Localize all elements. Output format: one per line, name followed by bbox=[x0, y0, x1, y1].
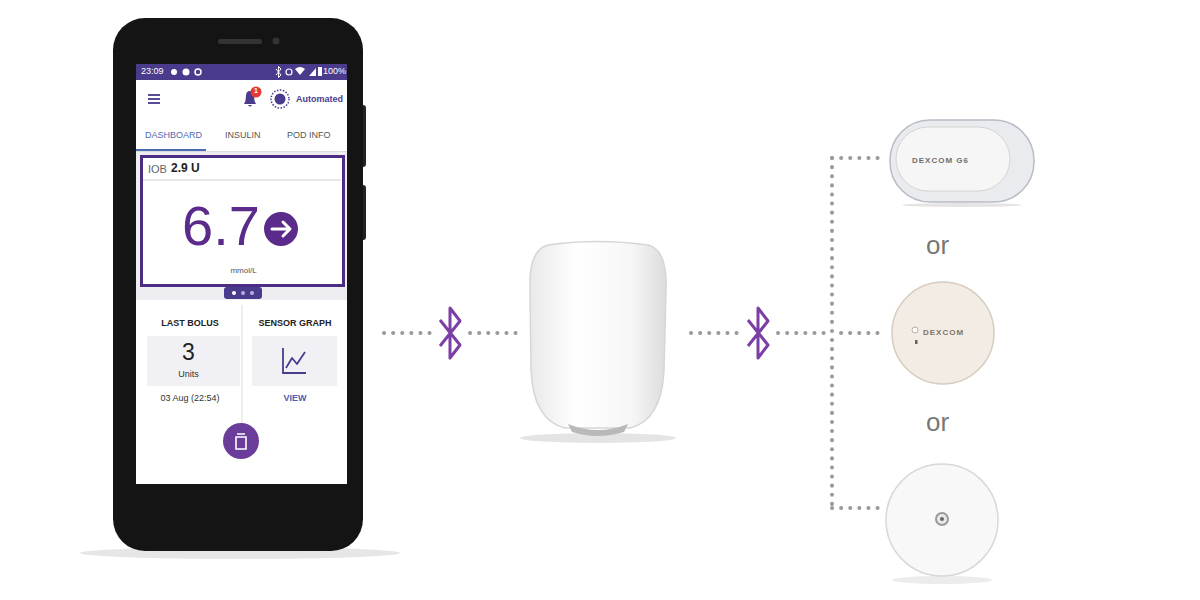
status-icon bbox=[286, 69, 292, 75]
sensor-housing bbox=[892, 282, 994, 384]
page-dot bbox=[250, 291, 254, 295]
app-header bbox=[136, 80, 347, 118]
dotted-link bbox=[384, 158, 880, 508]
iob-label: IOB bbox=[148, 163, 167, 176]
graph-icon bbox=[286, 352, 305, 368]
glucose-value: 6.7 bbox=[182, 198, 260, 254]
dexcom-g6-sensor: DEXCOM G6 bbox=[888, 117, 1036, 207]
libre-sensor-center bbox=[940, 517, 944, 521]
last-bolus-panel: 3Units LAST BOLUS 03 Aug (22:54) bbox=[140, 300, 250, 410]
dexcom-g7-sensor: DEXCOM bbox=[889, 280, 997, 386]
libre-sensor bbox=[886, 464, 998, 576]
status-time: 23:09 bbox=[141, 66, 164, 76]
dotted-link bbox=[830, 158, 834, 508]
mode-icon bbox=[275, 94, 286, 105]
tab-label: INSULIN bbox=[225, 130, 261, 140]
dotted-link bbox=[778, 331, 828, 335]
phone-camera bbox=[273, 38, 280, 45]
menu-icon bbox=[148, 95, 160, 103]
page-dot bbox=[232, 291, 236, 295]
trend-arrow bbox=[272, 222, 290, 236]
bolus-button bbox=[223, 423, 259, 459]
sensor-graph-panel: SENSOR GRAPH VIEW bbox=[245, 300, 355, 410]
phone-speaker bbox=[218, 39, 262, 44]
glucose-card: IOB 2.9 U 6.7 mmol/L bbox=[140, 155, 345, 287]
sensor-port bbox=[912, 327, 918, 333]
dotted-link bbox=[470, 331, 518, 335]
card-ground bbox=[140, 155, 344, 287]
panel-heading: LAST BOLUS bbox=[137, 318, 243, 328]
trend-arrow-circle bbox=[264, 212, 298, 246]
bluetooth-icon bbox=[276, 67, 281, 78]
dotted-link bbox=[832, 506, 880, 510]
libre-sensor-center bbox=[936, 513, 948, 525]
mode-icon bbox=[271, 90, 289, 108]
page-dots bbox=[224, 287, 262, 299]
sensor-transmitter bbox=[896, 127, 1010, 191]
tab-bar bbox=[136, 118, 347, 151]
status-icon bbox=[171, 69, 177, 75]
view-link: VIEW bbox=[242, 393, 348, 403]
badge-count: 1 bbox=[251, 87, 261, 95]
iob-value: 2.9 U bbox=[171, 162, 200, 176]
graph-box bbox=[252, 336, 337, 386]
bolus-icon bbox=[236, 434, 246, 449]
or-separator: or bbox=[926, 231, 949, 261]
phone-screen bbox=[136, 64, 347, 484]
sensor-housing bbox=[890, 120, 1034, 202]
phone-body bbox=[113, 18, 363, 551]
status-bar bbox=[136, 64, 347, 80]
bolus-value-box: 3Units bbox=[147, 336, 240, 386]
tab-label: DASHBOARD bbox=[145, 130, 202, 140]
status-icon bbox=[183, 69, 190, 76]
battery-level: 100% bbox=[323, 66, 346, 76]
tab-label: POD INFO bbox=[287, 130, 331, 140]
glucose-unit: mmol/L bbox=[198, 266, 289, 275]
panel-heading: SENSOR GRAPH bbox=[242, 318, 348, 328]
notification-badge bbox=[251, 87, 262, 98]
battery-icon bbox=[318, 67, 322, 76]
lower-panel bbox=[136, 300, 347, 484]
sensor-brand: DEXCOM bbox=[923, 328, 964, 337]
status-icon bbox=[195, 69, 201, 75]
wifi-icon bbox=[295, 67, 305, 75]
graph-icon bbox=[283, 348, 306, 373]
sensor-shadow bbox=[902, 203, 1022, 207]
or-separator: or bbox=[926, 408, 949, 438]
dotted-link bbox=[832, 156, 880, 160]
sensor-brand: DEXCOM G6 bbox=[912, 156, 969, 165]
pod-base bbox=[568, 424, 628, 436]
panel-divider bbox=[242, 305, 243, 425]
mode-status: Automated bbox=[296, 94, 343, 104]
bluetooth-symbol bbox=[748, 308, 768, 358]
insulin-pod bbox=[530, 242, 666, 429]
bolus-value: 3 bbox=[144, 341, 233, 364]
dotted-link bbox=[691, 331, 738, 335]
signal-icon bbox=[309, 68, 316, 76]
tab-divider bbox=[136, 151, 347, 152]
bolus-time: 03 Aug (22:54) bbox=[137, 393, 243, 403]
dotted-link bbox=[384, 331, 432, 335]
sensor-led bbox=[915, 340, 918, 344]
bluetooth-symbol bbox=[440, 308, 460, 358]
card-separator bbox=[143, 180, 341, 181]
bolus-unit: Units bbox=[144, 369, 233, 379]
sensor-shadow bbox=[892, 576, 992, 584]
dotted-link bbox=[841, 331, 880, 335]
page-dot bbox=[241, 291, 245, 295]
